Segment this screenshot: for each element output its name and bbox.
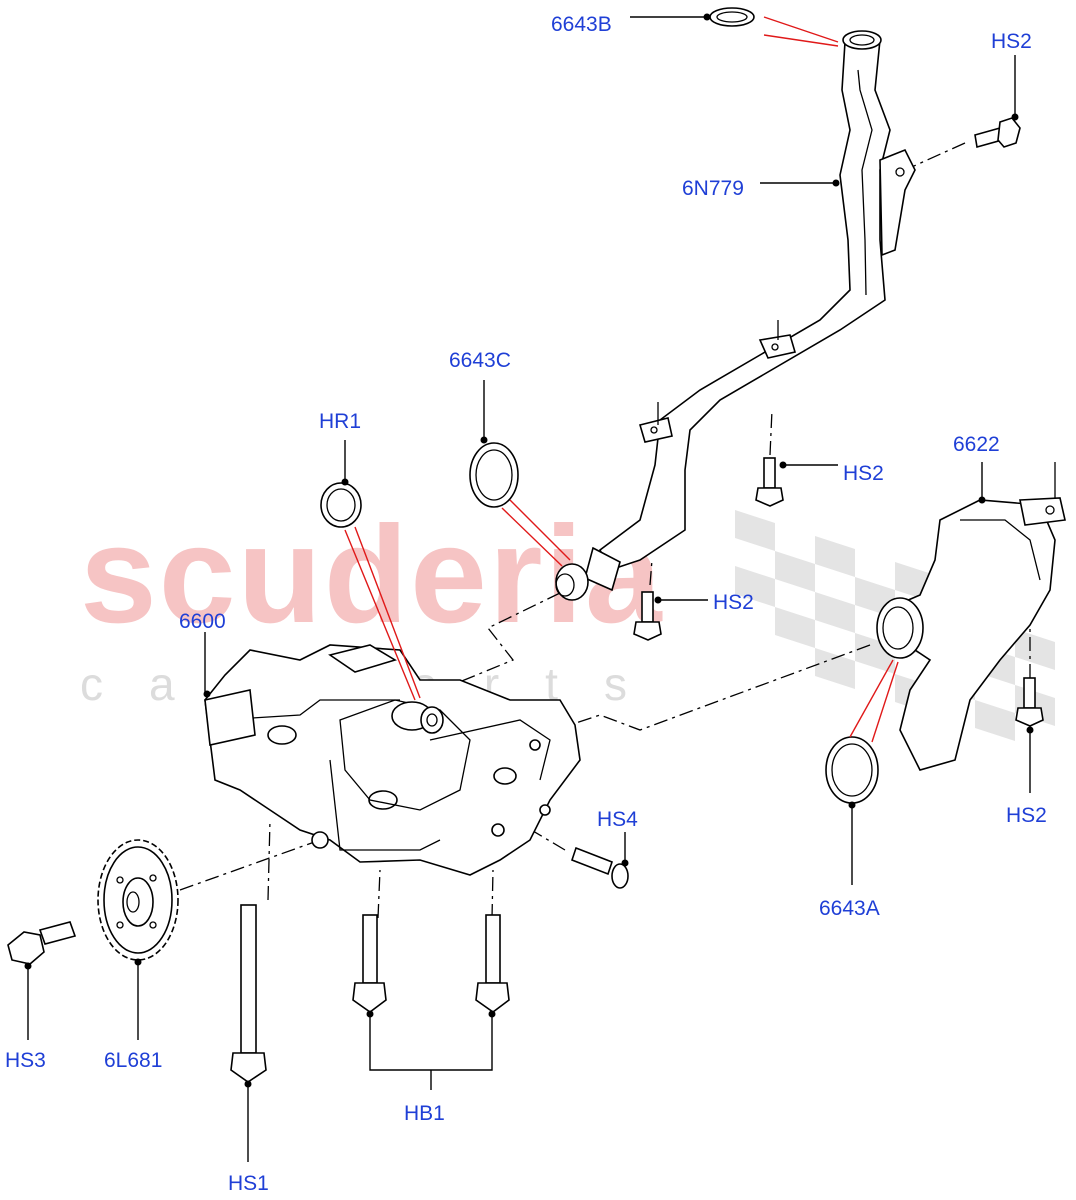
label-hs2-mid: HS2 — [843, 462, 884, 485]
label-6622: 6622 — [953, 433, 1000, 456]
red-pointers — [344, 16, 899, 743]
label-hs2-top: HS2 — [991, 30, 1032, 53]
bolt-hb1-left — [362, 914, 378, 984]
label-6643C: 6643C — [449, 349, 511, 372]
label-6643B: 6643B — [551, 13, 612, 36]
bolt-icon — [7, 117, 1044, 1083]
bolt-hs1 — [240, 904, 257, 1054]
o-ring-6643A — [825, 736, 879, 804]
bolt-hs2-lower — [641, 591, 654, 623]
tube-top-port — [842, 30, 882, 50]
bolt-hb1-right — [485, 914, 501, 984]
label-hs4: HS4 — [597, 808, 638, 831]
bolt-hs4 — [571, 846, 613, 876]
alignment-lines — [179, 142, 1031, 919]
bolt-hs3 — [38, 921, 77, 945]
label-6600: 6600 — [179, 610, 226, 633]
bolt-hs2-mid — [763, 457, 776, 489]
label-hs1: HS1 — [228, 1172, 269, 1195]
o-ring-6643C — [469, 442, 519, 508]
pickup-tube-icon — [555, 30, 916, 601]
callout-labels: 6643B HS2 6N779 6643C HR1 HS2 6622 6600 … — [5, 13, 1047, 1195]
strainer-port — [876, 597, 924, 659]
label-6L681: 6L681 — [104, 1049, 162, 1072]
label-6N779: 6N779 — [682, 177, 744, 200]
o-ring-icon — [320, 7, 879, 804]
label-6643A: 6643A — [819, 897, 880, 920]
strainer-icon — [876, 462, 1066, 771]
label-hs3: HS3 — [5, 1049, 46, 1072]
leader-lines — [24, 13, 1034, 1162]
label-hs2-right: HS2 — [1006, 804, 1047, 827]
sprocket-icon — [97, 839, 179, 961]
label-hs2-lower: HS2 — [713, 591, 754, 614]
label-hr1: HR1 — [319, 410, 361, 433]
tube-bracket — [879, 148, 916, 257]
label-hb1: HB1 — [404, 1102, 445, 1125]
bolt-hs2-right — [1023, 677, 1036, 709]
oil-pump-icon — [204, 644, 581, 876]
